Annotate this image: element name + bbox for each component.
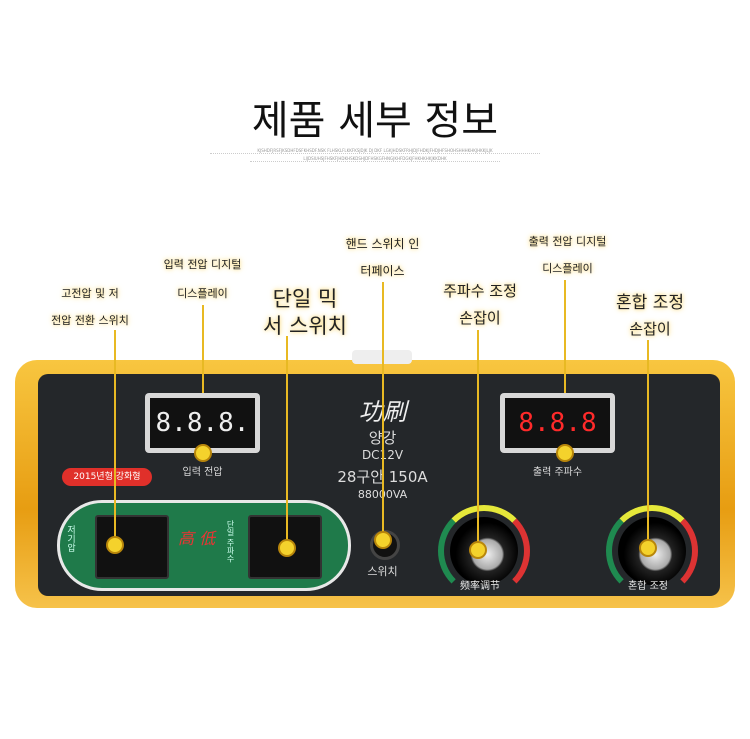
switch-right-label: 단일 주파수 [226, 520, 235, 563]
callout-freq-knob: 주파수 조정 [443, 282, 517, 300]
callout-freq-knob: 손잡이 [459, 309, 501, 327]
switch-deco: 高 低 [178, 529, 216, 548]
switch-left-label: 저기압 [65, 525, 75, 552]
freq-knob-label: 频率调节 [460, 581, 500, 592]
callout-line [477, 330, 479, 550]
callout-output-display: 출력 전압 디지털 [528, 235, 607, 248]
callout-line [286, 336, 288, 548]
page-title: 제품 세부 정보 [251, 98, 499, 144]
callout-mix-switch: 서 스위치 [263, 314, 347, 338]
jack-label: 스위치 [367, 565, 398, 578]
freq-scale [438, 505, 530, 597]
callout-mix-switch: 단일 믹 [272, 287, 338, 311]
callout-dot [106, 536, 124, 554]
output-display-label: 출력 주파수 [532, 467, 583, 478]
mix-scale [606, 505, 698, 597]
callout-hand-switch: 핸드 스위치 인 [345, 237, 420, 251]
callout-mix-knob: 손잡이 [629, 320, 671, 338]
subtitle-line: LIJDSIUHSJFHSKFJHDKHSKDSHJDFHSKGFHNGJKHF… [250, 156, 500, 162]
callout-dot [374, 531, 392, 549]
callout-dot [556, 444, 574, 462]
callout-line [564, 280, 566, 395]
mix-knob-label: 혼합 조정 [628, 581, 668, 592]
callout-line [382, 282, 384, 540]
input-display-label: 입력 전압 [182, 467, 223, 478]
output-frequency-display: 8.8.8 [500, 393, 615, 453]
subtitle-line: KJSHDFJRSFJKSDHFDSFKHSDF.NSK FLHSKLFLKKF… [210, 148, 540, 154]
callout-hv-switch: 고전압 및 저 [61, 287, 119, 300]
callout-mix-knob: 혼합 조정 [616, 293, 684, 313]
edition-badge: 2015년형 강화형 [62, 468, 152, 486]
callout-input-display: 입력 전압 디지털 [163, 258, 242, 271]
callout-input-display: 디스플레이 [177, 287, 228, 300]
input-voltage-display: 8.8.8. [145, 393, 260, 453]
callout-line [202, 305, 204, 395]
callout-line [647, 340, 649, 548]
callout-hand-switch: 터페이스 [360, 264, 405, 278]
callout-hv-switch: 전압 전환 스위치 [51, 314, 129, 327]
callout-dot [639, 539, 657, 557]
callout-dot [278, 539, 296, 557]
callout-line [114, 330, 116, 545]
callout-dot [469, 541, 487, 559]
callout-dot [194, 444, 212, 462]
callout-output-display: 디스플레이 [542, 262, 593, 275]
